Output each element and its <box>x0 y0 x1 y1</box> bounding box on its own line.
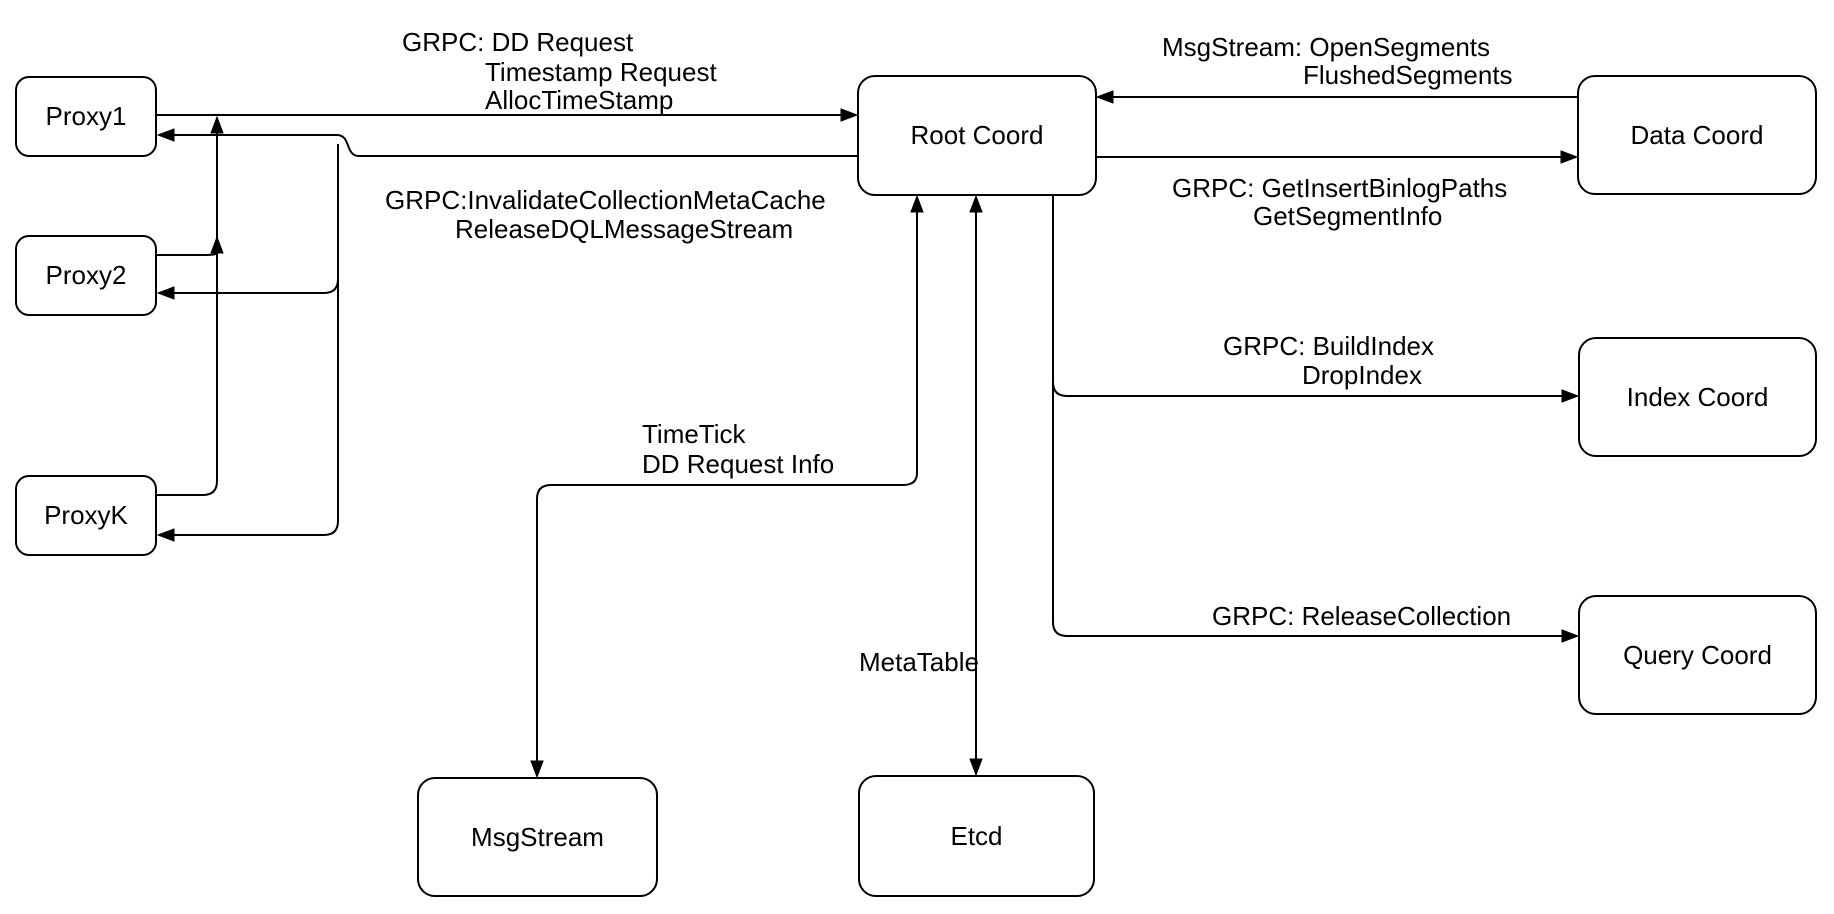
edge-rootcoord-msgstream <box>530 194 924 779</box>
label-root-to-query-line1: GRPC: ReleaseCollection <box>1212 601 1512 631</box>
node-msgstream: MsgStream <box>417 777 658 897</box>
label-proxy-to-root-line2: Timestamp Request <box>485 57 717 87</box>
node-proxy1: Proxy1 <box>15 76 157 157</box>
edge-rootcoord-to-indexcoord <box>1052 381 1580 403</box>
node-etcd-label: Etcd <box>950 820 1003 851</box>
node-query-coord-label: Query Coord <box>1623 639 1772 670</box>
edge-rootcoord-to-querycoord <box>1052 196 1580 643</box>
edge-rootcoord-to-datacoord <box>1097 150 1579 164</box>
node-proxy1-label: Proxy1 <box>45 101 127 131</box>
edge-proxy2-join-trunk <box>157 235 224 256</box>
label-proxy-to-root-line3: AllocTimeStamp <box>485 85 674 115</box>
node-data-coord-label: Data Coord <box>1630 119 1764 150</box>
label-root-to-proxy-line2: ReleaseDQLMessageStream <box>455 214 794 244</box>
label-proxy-to-root-line1: GRPC: DD Request <box>402 27 634 57</box>
node-etcd: Etcd <box>858 775 1095 897</box>
label-root-to-proxy-line1: GRPC:InvalidateCollectionMetaCache <box>385 185 826 215</box>
node-proxy2-label: Proxy2 <box>45 260 127 290</box>
node-data-coord: Data Coord <box>1577 75 1817 195</box>
edge-datacoord-to-rootcoord <box>1095 90 1577 104</box>
label-root-to-msgstream-line2: DD Request Info <box>642 449 835 479</box>
label-root-to-data-line2: GetSegmentInfo <box>1253 201 1443 231</box>
label-root-to-index-line2: DropIndex <box>1302 360 1422 390</box>
node-root-coord-label: Root Coord <box>910 120 1044 150</box>
label-root-to-msgstream-line1: TimeTick <box>642 419 746 449</box>
edge-return-to-proxy2 <box>156 278 339 300</box>
node-proxyk-label: ProxyK <box>44 500 128 530</box>
node-index-coord-label: Index Coord <box>1626 381 1769 412</box>
node-proxy2: Proxy2 <box>15 235 157 316</box>
node-msgstream-label: MsgStream <box>471 821 604 852</box>
edge-rootcoord-to-proxy1 <box>156 128 857 157</box>
label-root-to-data-line1: GRPC: GetInsertBinlogPaths <box>1172 173 1508 203</box>
label-data-to-root-line1: MsgStream: OpenSegments <box>1162 32 1491 62</box>
label-data-to-root-line2: FlushedSegments <box>1303 60 1513 90</box>
node-index-coord: Index Coord <box>1578 337 1817 457</box>
edge-proxy1-to-rootcoord <box>157 108 859 122</box>
edge-rootcoord-etcd <box>969 194 983 777</box>
label-root-to-etcd-line1: MetaTable <box>859 647 979 677</box>
label-root-to-index-line1: GRPC: BuildIndex <box>1223 331 1434 361</box>
edge-proxyk-trunk-up <box>157 115 224 496</box>
node-query-coord: Query Coord <box>1578 595 1817 715</box>
node-proxyk: ProxyK <box>15 475 157 556</box>
edge-return-trunk-down <box>156 144 339 542</box>
node-root-coord: Root Coord <box>857 75 1097 196</box>
